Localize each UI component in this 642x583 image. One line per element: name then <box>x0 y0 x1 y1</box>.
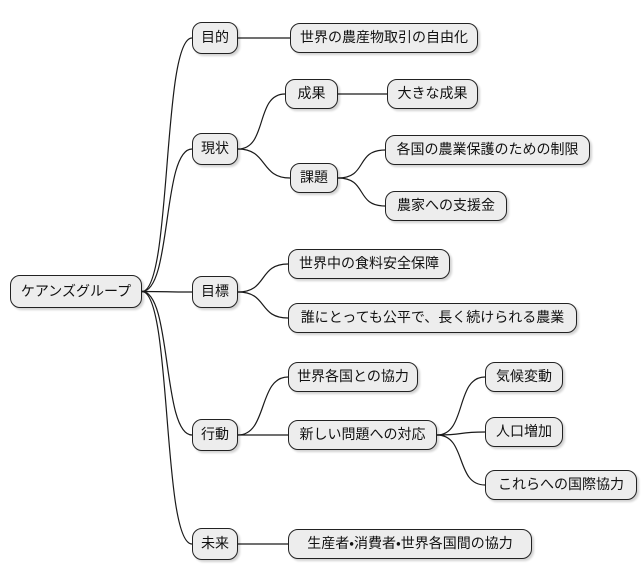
edge-action-world-cooperation <box>237 376 289 436</box>
node-label: 世界中の食料安全保障 <box>299 256 439 272</box>
edge-status-achievement <box>237 93 286 150</box>
edge-new-issues-population-growth <box>436 431 486 436</box>
node-label: 目的 <box>201 30 229 46</box>
mindmap-node-goal: 目標 <box>192 276 238 308</box>
node-label: 成果 <box>297 86 326 102</box>
edge-status-issues <box>237 148 291 179</box>
node-label: ケアンズグループ <box>20 283 132 300</box>
mindmap-node-status: 現状 <box>192 133 238 165</box>
edge-root-status <box>141 148 193 293</box>
mindmap-node-fair-agriculture: 誰にとっても公平で、長く続けられる農業 <box>288 303 577 333</box>
node-label: 行動 <box>201 427 229 443</box>
mindmap-node-world-cooperation: 世界各国との協力 <box>288 362 418 392</box>
node-label: 現状 <box>201 141 229 157</box>
edge-new-issues-climate-change <box>436 376 486 436</box>
edge-goal-food-security <box>237 263 289 293</box>
node-label: 世界の農産物取引の自由化 <box>300 30 468 46</box>
edge-goal-fair-agriculture <box>237 291 289 319</box>
mindmap-node-issues: 課題 <box>290 163 338 193</box>
mindmap-node-international-cooperation: これらへの国際協力 <box>485 470 637 500</box>
edge-root-goal <box>141 290 193 293</box>
node-label: 農家への支援金 <box>397 198 495 214</box>
mindmap-node-producer-consumer-cooperation: 生産者・消費者・世界各国間の協力 <box>288 529 532 559</box>
node-label: 各国の農業保護のための制限 <box>396 142 579 158</box>
mindmap-node-protection-limits: 各国の農業保護のための制限 <box>385 135 590 165</box>
mindmap-node-climate-change: 気候変動 <box>485 362 563 392</box>
edge-root-future <box>141 290 193 545</box>
node-label: 未来 <box>201 536 229 552</box>
mindmap-node-action: 行動 <box>192 419 238 451</box>
node-label: 誰にとっても公平で、長く続けられる農業 <box>300 310 565 326</box>
node-label: 生産者・消費者・世界各国間の協力 <box>307 536 513 552</box>
mindmap-node-future: 未来 <box>192 528 238 560</box>
node-label: 大きな成果 <box>397 86 468 102</box>
mindmap-node-root: ケアンズグループ <box>10 275 142 308</box>
mindmap-node-big-achievement: 大きな成果 <box>387 79 478 109</box>
node-label: 新しい問題への対応 <box>299 427 426 443</box>
edge-issues-farm-subsidies <box>337 177 386 207</box>
edge-root-action <box>141 290 193 436</box>
mindmap-node-liberalization: 世界の農産物取引の自由化 <box>290 23 478 53</box>
node-label: これらへの国際協力 <box>498 477 624 493</box>
mindmap-node-new-issues: 新しい問題への対応 <box>288 420 437 450</box>
mindmap-node-purpose: 目的 <box>192 22 238 54</box>
mindmap-node-population-growth: 人口増加 <box>485 417 563 447</box>
edge-root-purpose <box>141 37 193 293</box>
edge-issues-protection-limits <box>337 149 386 179</box>
node-label: 気候変動 <box>496 369 552 385</box>
node-label: 目標 <box>201 284 229 300</box>
mindmap-node-achievement: 成果 <box>285 79 338 109</box>
node-label: 人口増加 <box>496 424 552 440</box>
mindmap-node-farm-subsidies: 農家への支援金 <box>385 191 507 221</box>
mindmap-node-food-security: 世界中の食料安全保障 <box>288 249 450 279</box>
node-label: 世界各国との協力 <box>297 369 409 385</box>
node-label: 課題 <box>300 170 328 186</box>
edge-new-issues-international-cooperation <box>436 434 486 486</box>
